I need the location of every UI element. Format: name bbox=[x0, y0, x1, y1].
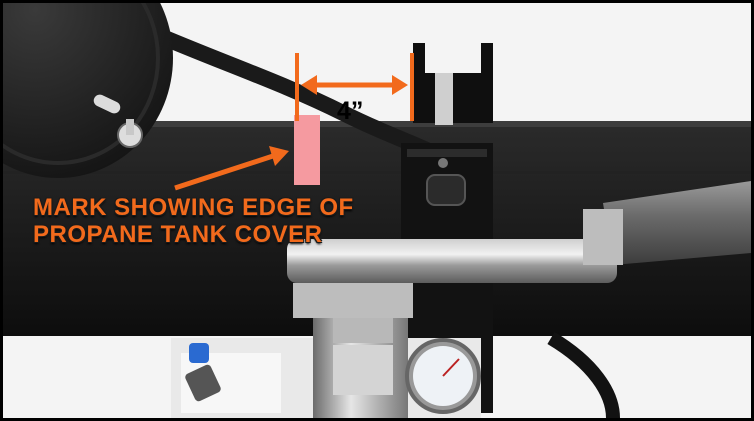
pump-handle bbox=[287, 239, 617, 283]
dimension-label: 4” bbox=[337, 97, 364, 125]
callout-text-line-1: MARK SHOWING EDGE OF bbox=[33, 194, 354, 221]
hydraulic-hose bbox=[145, 25, 441, 161]
edge-mark bbox=[294, 115, 320, 185]
handle-grip bbox=[603, 181, 751, 265]
machine-illustration bbox=[3, 3, 751, 418]
arrow-icon bbox=[174, 153, 274, 191]
callout-text-line-2: PROPANE TANK COVER bbox=[33, 221, 323, 248]
